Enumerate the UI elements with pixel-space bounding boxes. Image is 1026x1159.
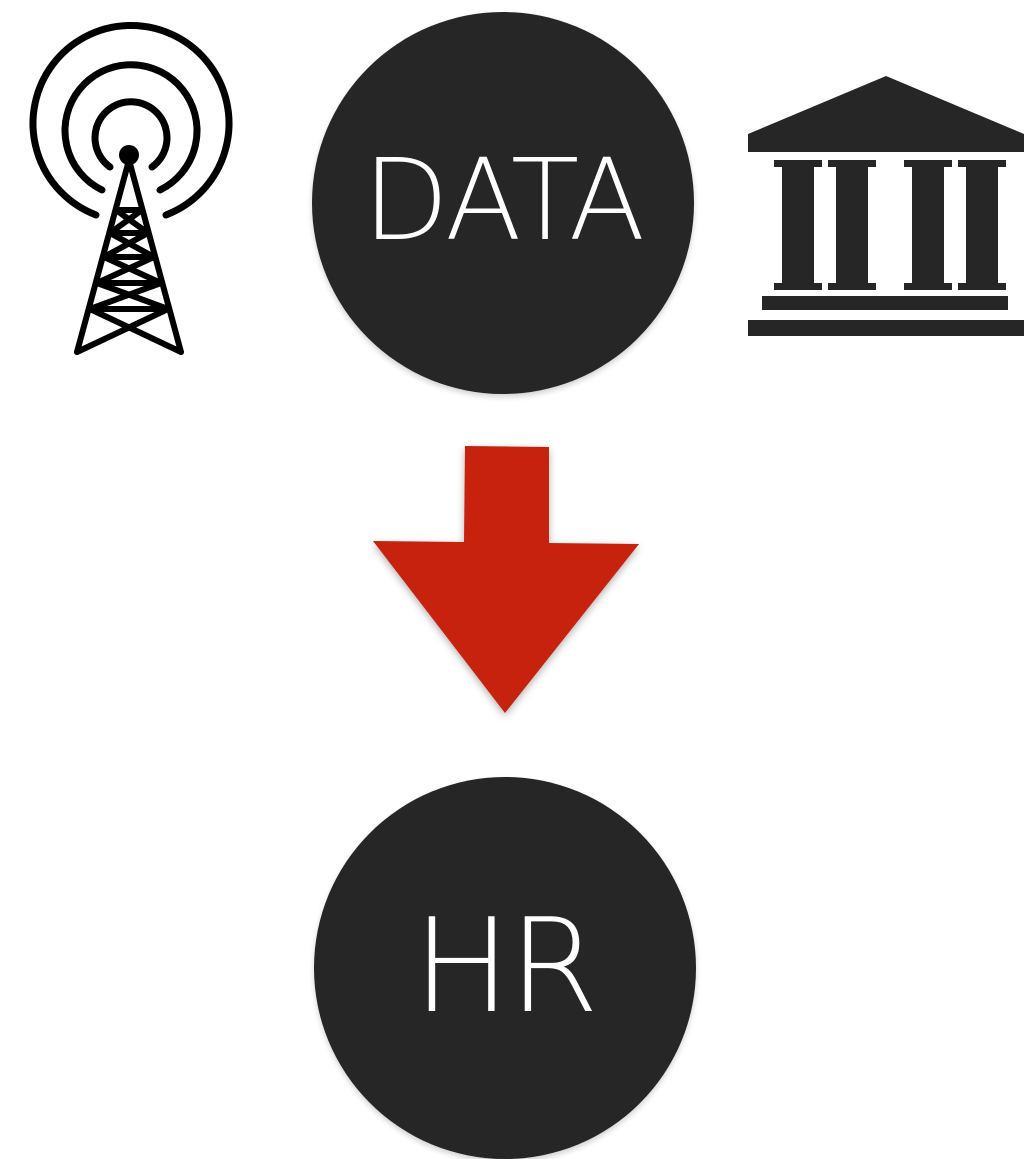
hr-node-label: HR xyxy=(412,890,599,1042)
radio-tower-icon xyxy=(29,21,233,355)
data-node: DATA xyxy=(312,12,694,394)
museum-building-icon xyxy=(748,76,1024,336)
data-node-label: DATA xyxy=(362,136,646,266)
hr-node: HR xyxy=(314,777,696,1159)
down-arrow-icon xyxy=(373,446,639,713)
